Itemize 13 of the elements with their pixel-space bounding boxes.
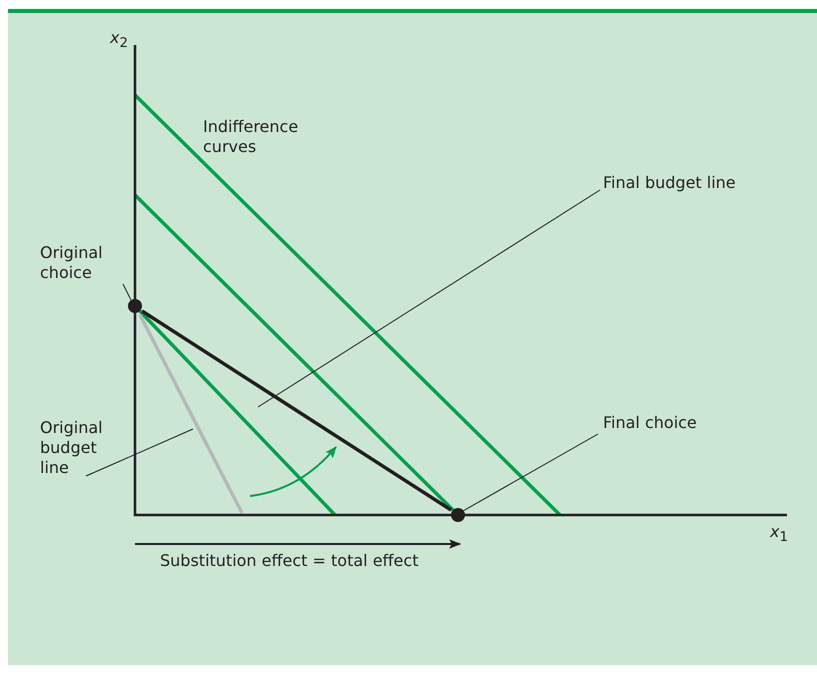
leader-line bbox=[258, 190, 600, 408]
leader-line bbox=[122, 284, 132, 300]
axis-label: x$_{2}$ bbox=[110, 28, 128, 54]
callout-label: Substitution effect = total effect bbox=[160, 551, 418, 571]
final-budget-line bbox=[141, 310, 452, 512]
callout-label: Original choice bbox=[40, 243, 104, 283]
callout-label: Indifference curves bbox=[203, 117, 300, 157]
callout-label: Original budget line bbox=[40, 418, 104, 478]
leader-line bbox=[86, 428, 194, 476]
leader-line bbox=[462, 434, 598, 512]
callout-label: Final budget line bbox=[603, 173, 737, 193]
axis-label: x$_{1}$ bbox=[770, 522, 788, 548]
callout-label: Final choice bbox=[603, 413, 698, 433]
